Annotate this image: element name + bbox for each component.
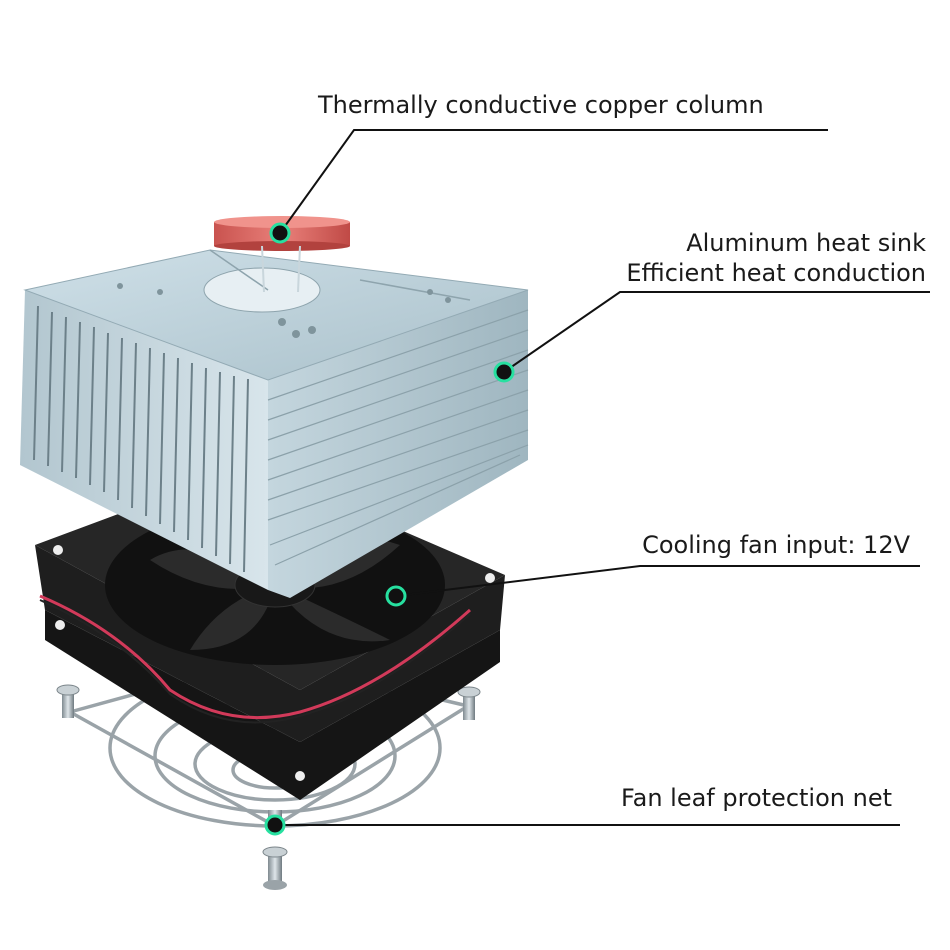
marker-net bbox=[264, 814, 286, 836]
leader-line-copper bbox=[279, 129, 828, 234]
marker-copper bbox=[269, 222, 291, 244]
marker-fan bbox=[385, 585, 407, 607]
label-heat-sink-line2: Efficient heat conduction bbox=[626, 259, 926, 287]
marker-heat-sink bbox=[493, 361, 515, 383]
label-protection-net: Fan leaf protection net bbox=[621, 784, 892, 812]
leader-lines bbox=[275, 129, 930, 826]
leader-line-fan bbox=[395, 565, 920, 597]
mounting-screws bbox=[56, 684, 481, 890]
leader-line-heat-sink bbox=[503, 291, 930, 373]
aluminum-heat-sink bbox=[20, 249, 529, 598]
label-heat-sink-line1: Aluminum heat sink bbox=[686, 229, 926, 257]
label-heat-sink: Aluminum heat sink Efficient heat conduc… bbox=[626, 228, 926, 288]
label-cooling-fan: Cooling fan input: 12V bbox=[642, 531, 910, 559]
label-copper-column: Thermally conductive copper column bbox=[318, 91, 764, 119]
callout-markers bbox=[264, 222, 515, 836]
